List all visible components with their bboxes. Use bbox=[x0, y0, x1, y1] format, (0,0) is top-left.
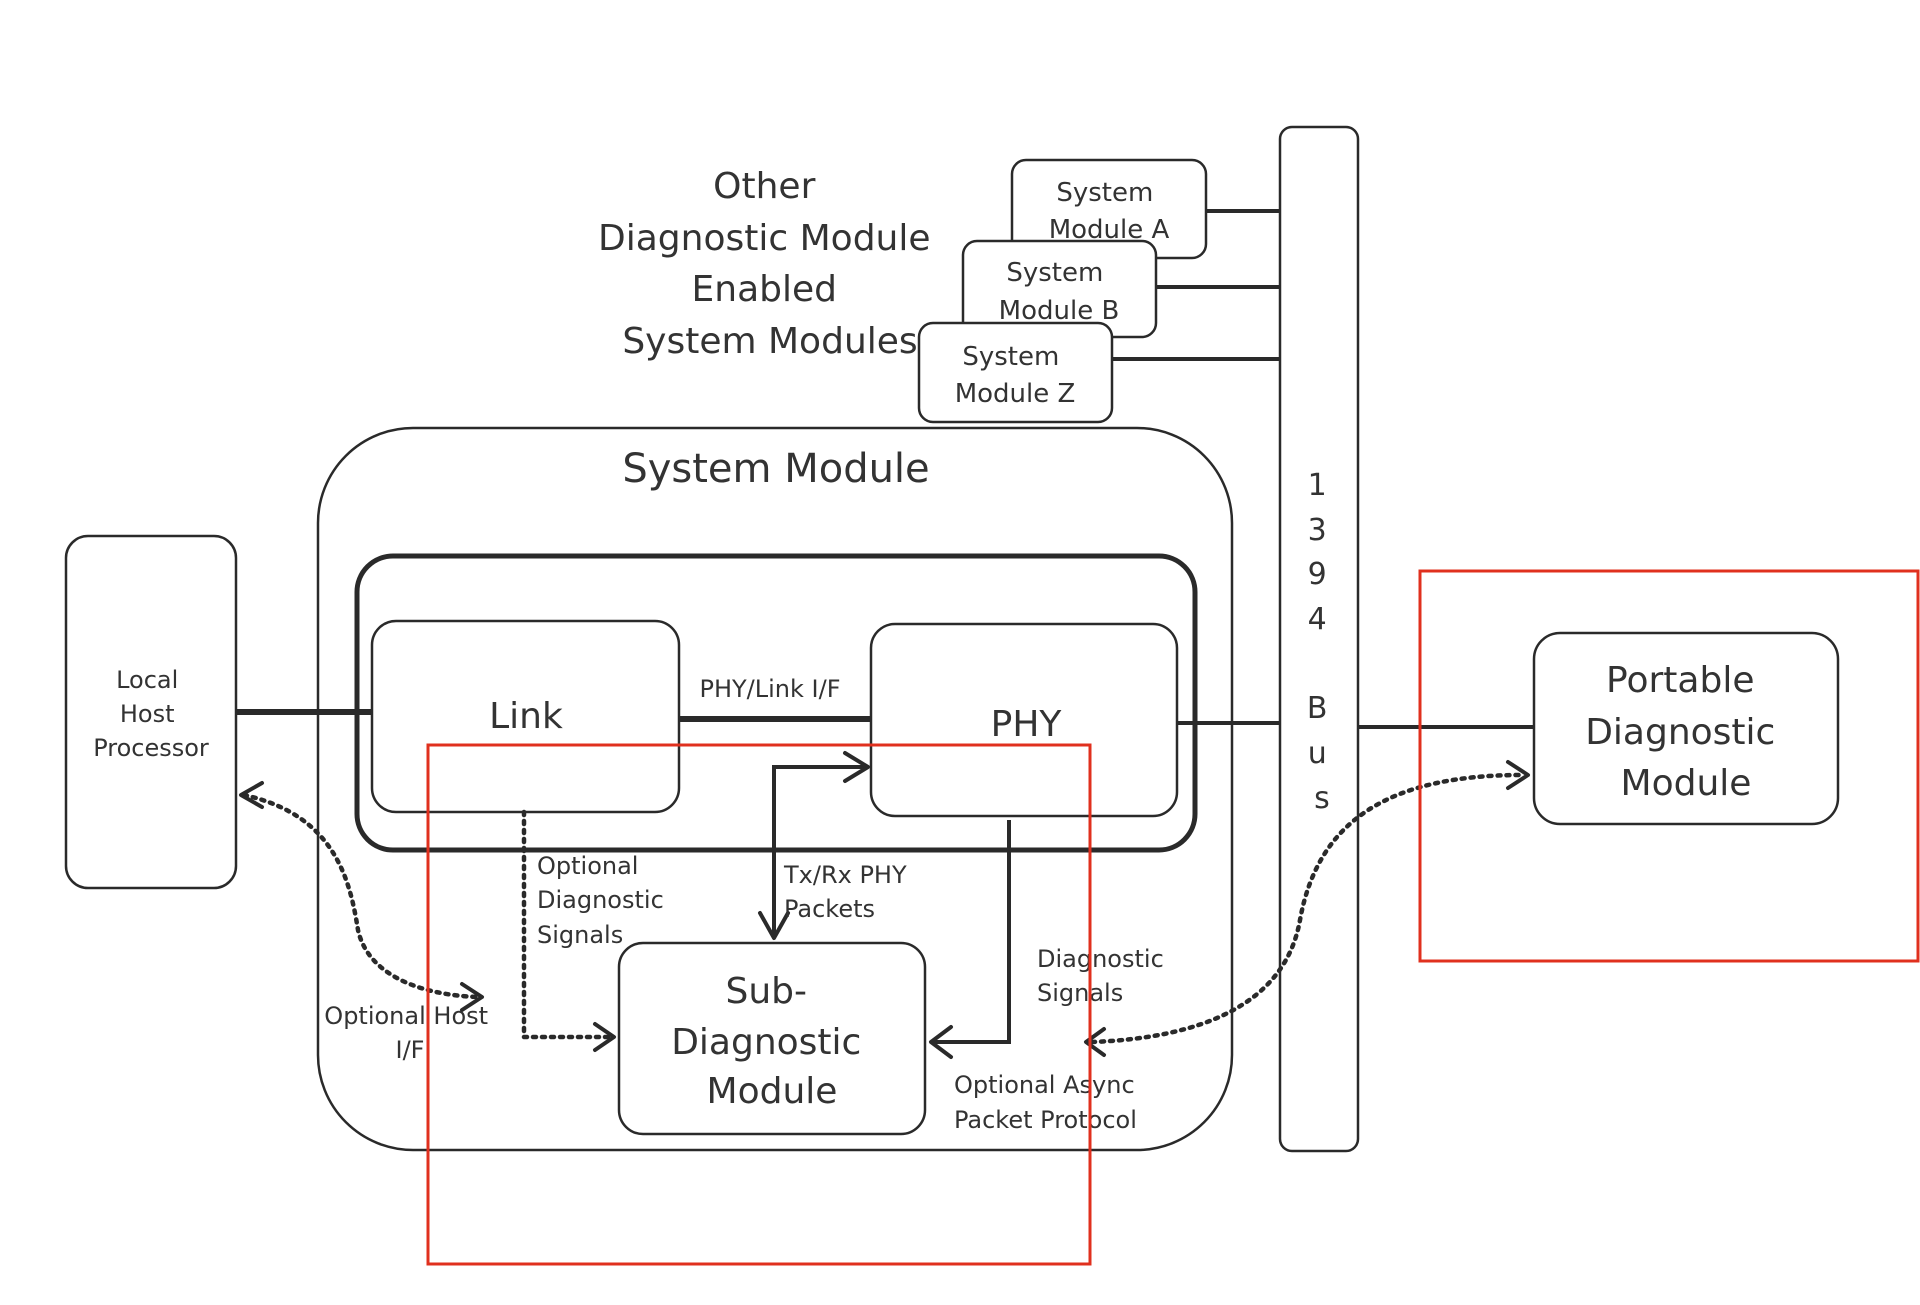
optional-async-line-1: Optional Async bbox=[954, 1071, 1135, 1099]
phy-box bbox=[869, 622, 1179, 818]
other-modules-line-4: System Modules bbox=[622, 321, 917, 362]
system-module-b-line-1: System bbox=[1006, 258, 1103, 288]
other-modules-line-2: Diagnostic Module bbox=[598, 218, 931, 259]
optional-async-packet-protocol-label: Optional Async Packet Protocol bbox=[954, 1071, 1142, 1134]
local-host-processor-label: Local Host Processor bbox=[93, 666, 209, 762]
bus-char-2: 3 bbox=[1308, 513, 1327, 548]
local-host-line-2: Host bbox=[120, 700, 175, 728]
system-module-a-line-1: System bbox=[1056, 178, 1153, 208]
optional-host-line-2: I/F bbox=[396, 1036, 425, 1064]
system-module-b-label: System Module B bbox=[999, 258, 1120, 326]
optional-host-if-left-arrowhead bbox=[239, 781, 264, 809]
system-module-z-line-1: System bbox=[962, 342, 1059, 372]
tx-rx-phy-packets-label: Tx/Rx PHY Packets bbox=[783, 861, 914, 923]
async-left-arrowhead bbox=[1084, 1027, 1106, 1057]
other-modules-line-1: Other bbox=[713, 166, 815, 207]
bus-char-7: s bbox=[1314, 781, 1330, 816]
bus-char-4: 4 bbox=[1308, 602, 1327, 637]
async-right-arrowhead bbox=[1506, 760, 1530, 790]
optional-host-if-curve bbox=[241, 792, 481, 1000]
bus-1394 bbox=[1278, 125, 1360, 1153]
sub-diagnostic-line-3: Module bbox=[707, 1071, 838, 1112]
highlight-sub-diagnostic-region bbox=[426, 743, 1092, 1266]
system-module-z-box bbox=[917, 321, 1114, 424]
system-module-a-label: System Module A bbox=[1049, 178, 1170, 245]
tx-rx-line-1: Tx/Rx PHY bbox=[783, 861, 907, 889]
bus-label: 1 3 9 4 B u s bbox=[1307, 468, 1337, 816]
phy-label: PHY bbox=[991, 704, 1063, 745]
sub-diagnostic-module-label: Sub- Diagnostic Module bbox=[671, 971, 873, 1112]
diagnostic-signals-line-1: Diagnostic bbox=[1037, 945, 1164, 973]
bus-char-1: 1 bbox=[1308, 468, 1327, 503]
optional-host-if-right-arrowhead bbox=[460, 982, 484, 1012]
bus-char-5: B bbox=[1307, 691, 1328, 726]
portable-diagnostic-module-box bbox=[1532, 631, 1840, 826]
optional-async-packet-protocol-curve bbox=[1089, 772, 1525, 1045]
phy-link-if-label: PHY/Link I/F bbox=[699, 675, 840, 703]
sub-diagnostic-line-1: Sub- bbox=[726, 971, 808, 1012]
optional-diagnostic-line-1: Optional bbox=[537, 852, 638, 880]
system-module-title: System Module bbox=[622, 446, 929, 492]
portable-line-1: Portable bbox=[1606, 660, 1754, 701]
diagnostic-signals-arrowhead bbox=[929, 1025, 953, 1059]
portable-line-2: Diagnostic bbox=[1585, 712, 1775, 753]
link-label: Link bbox=[489, 696, 563, 737]
tx-rx-phy-packets-arrow bbox=[772, 765, 866, 936]
sub-diagnostic-line-2: Diagnostic bbox=[671, 1022, 861, 1063]
optional-diagnostic-signals-arrow bbox=[521, 809, 613, 1040]
system-module-b-line-2: Module B bbox=[999, 296, 1120, 326]
bus-char-3: 9 bbox=[1308, 557, 1327, 592]
local-host-line-3: Processor bbox=[93, 734, 209, 762]
portable-line-3: Module bbox=[1621, 763, 1752, 804]
optional-async-line-2: Packet Protocol bbox=[954, 1106, 1137, 1134]
diagnostic-signals-arrow bbox=[934, 820, 1011, 1044]
optional-host-line-1: Optional Host bbox=[324, 1002, 488, 1030]
optional-diagnostic-signals-label: Optional Diagnostic Signals bbox=[537, 852, 671, 949]
other-modules-line-3: Enabled bbox=[692, 269, 837, 310]
diagnostic-signals-line-2: Signals bbox=[1037, 979, 1123, 1007]
tx-rx-line-2: Packets bbox=[784, 895, 875, 923]
optional-diagnostic-line-2: Diagnostic bbox=[537, 886, 664, 914]
optional-host-if-label: Optional Host I/F bbox=[324, 1002, 495, 1064]
system-module-z-label: System Module Z bbox=[955, 342, 1076, 409]
sub-diagnostic-module-box bbox=[617, 941, 927, 1136]
tx-rx-right-arrowhead bbox=[843, 751, 870, 783]
other-modules-label: Other Diagnostic Module Enabled System M… bbox=[598, 166, 942, 362]
optional-diagnostic-signals-arrowhead bbox=[593, 1022, 616, 1052]
tx-rx-up-arrowhead bbox=[758, 911, 790, 940]
highlight-portable-region bbox=[1418, 569, 1920, 963]
system-module-a-line-2: Module A bbox=[1049, 215, 1170, 245]
bus-char-6: u bbox=[1308, 736, 1327, 771]
system-module-z-line-2: Module Z bbox=[955, 379, 1076, 409]
local-host-line-1: Local bbox=[116, 666, 178, 694]
optional-diagnostic-line-3: Signals bbox=[537, 921, 623, 949]
portable-diagnostic-module-label: Portable Diagnostic Module bbox=[1585, 660, 1787, 804]
diagnostic-signals-label: Diagnostic Signals bbox=[1037, 945, 1171, 1007]
